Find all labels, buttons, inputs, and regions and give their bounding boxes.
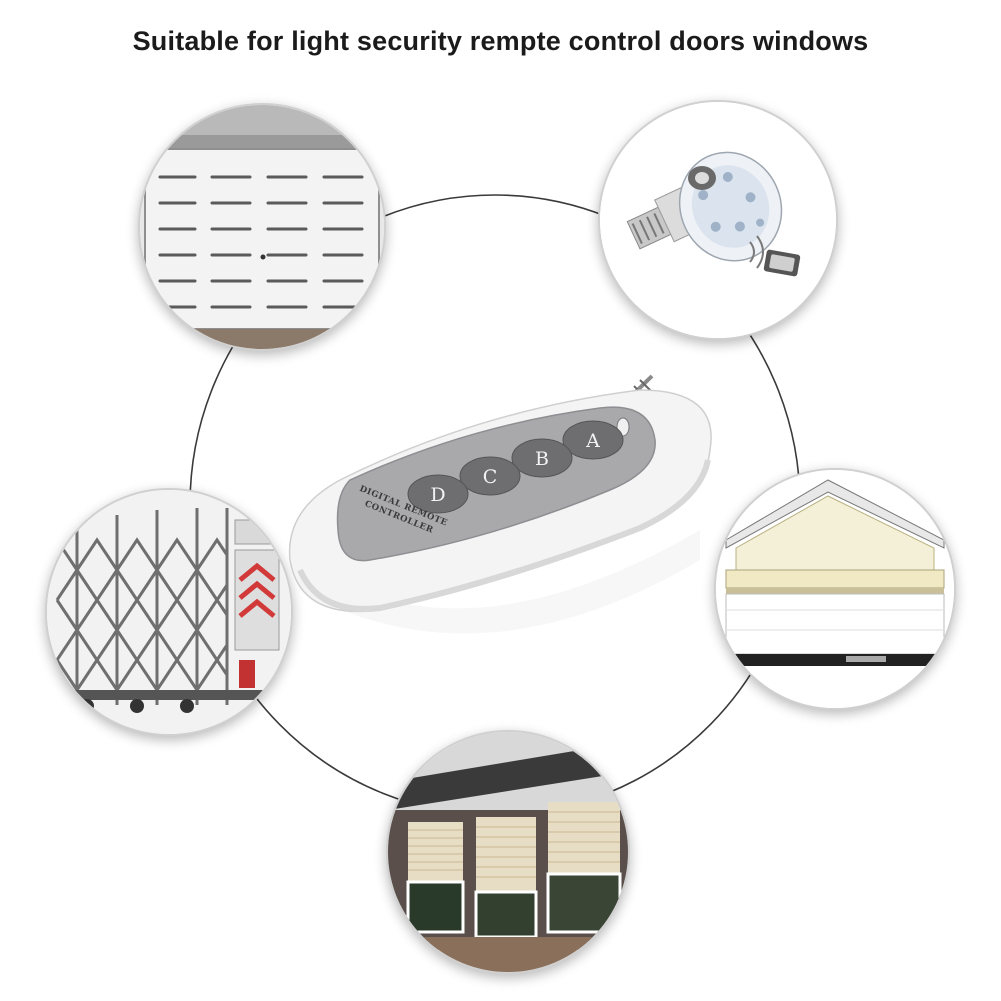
button-d-label: D: [430, 484, 445, 506]
page-title: Suitable for light security rempte contr…: [132, 26, 869, 56]
button-c[interactable]: C: [459, 456, 521, 496]
folding-gate-image: [45, 488, 293, 736]
roller-shutter-windows-image: [386, 730, 630, 974]
light-bulb-image: [598, 100, 838, 340]
remote-control: A B C D DIGITAL REMOTE CONTROLLER: [288, 374, 712, 634]
awning-image: [714, 468, 956, 710]
button-a[interactable]: A: [562, 420, 624, 460]
button-a-label: A: [585, 430, 600, 452]
button-c-label: C: [483, 466, 498, 488]
button-b[interactable]: B: [511, 438, 573, 478]
button-d[interactable]: D: [407, 474, 469, 514]
garage-door-image: [138, 103, 386, 351]
button-b-label: B: [535, 448, 549, 470]
